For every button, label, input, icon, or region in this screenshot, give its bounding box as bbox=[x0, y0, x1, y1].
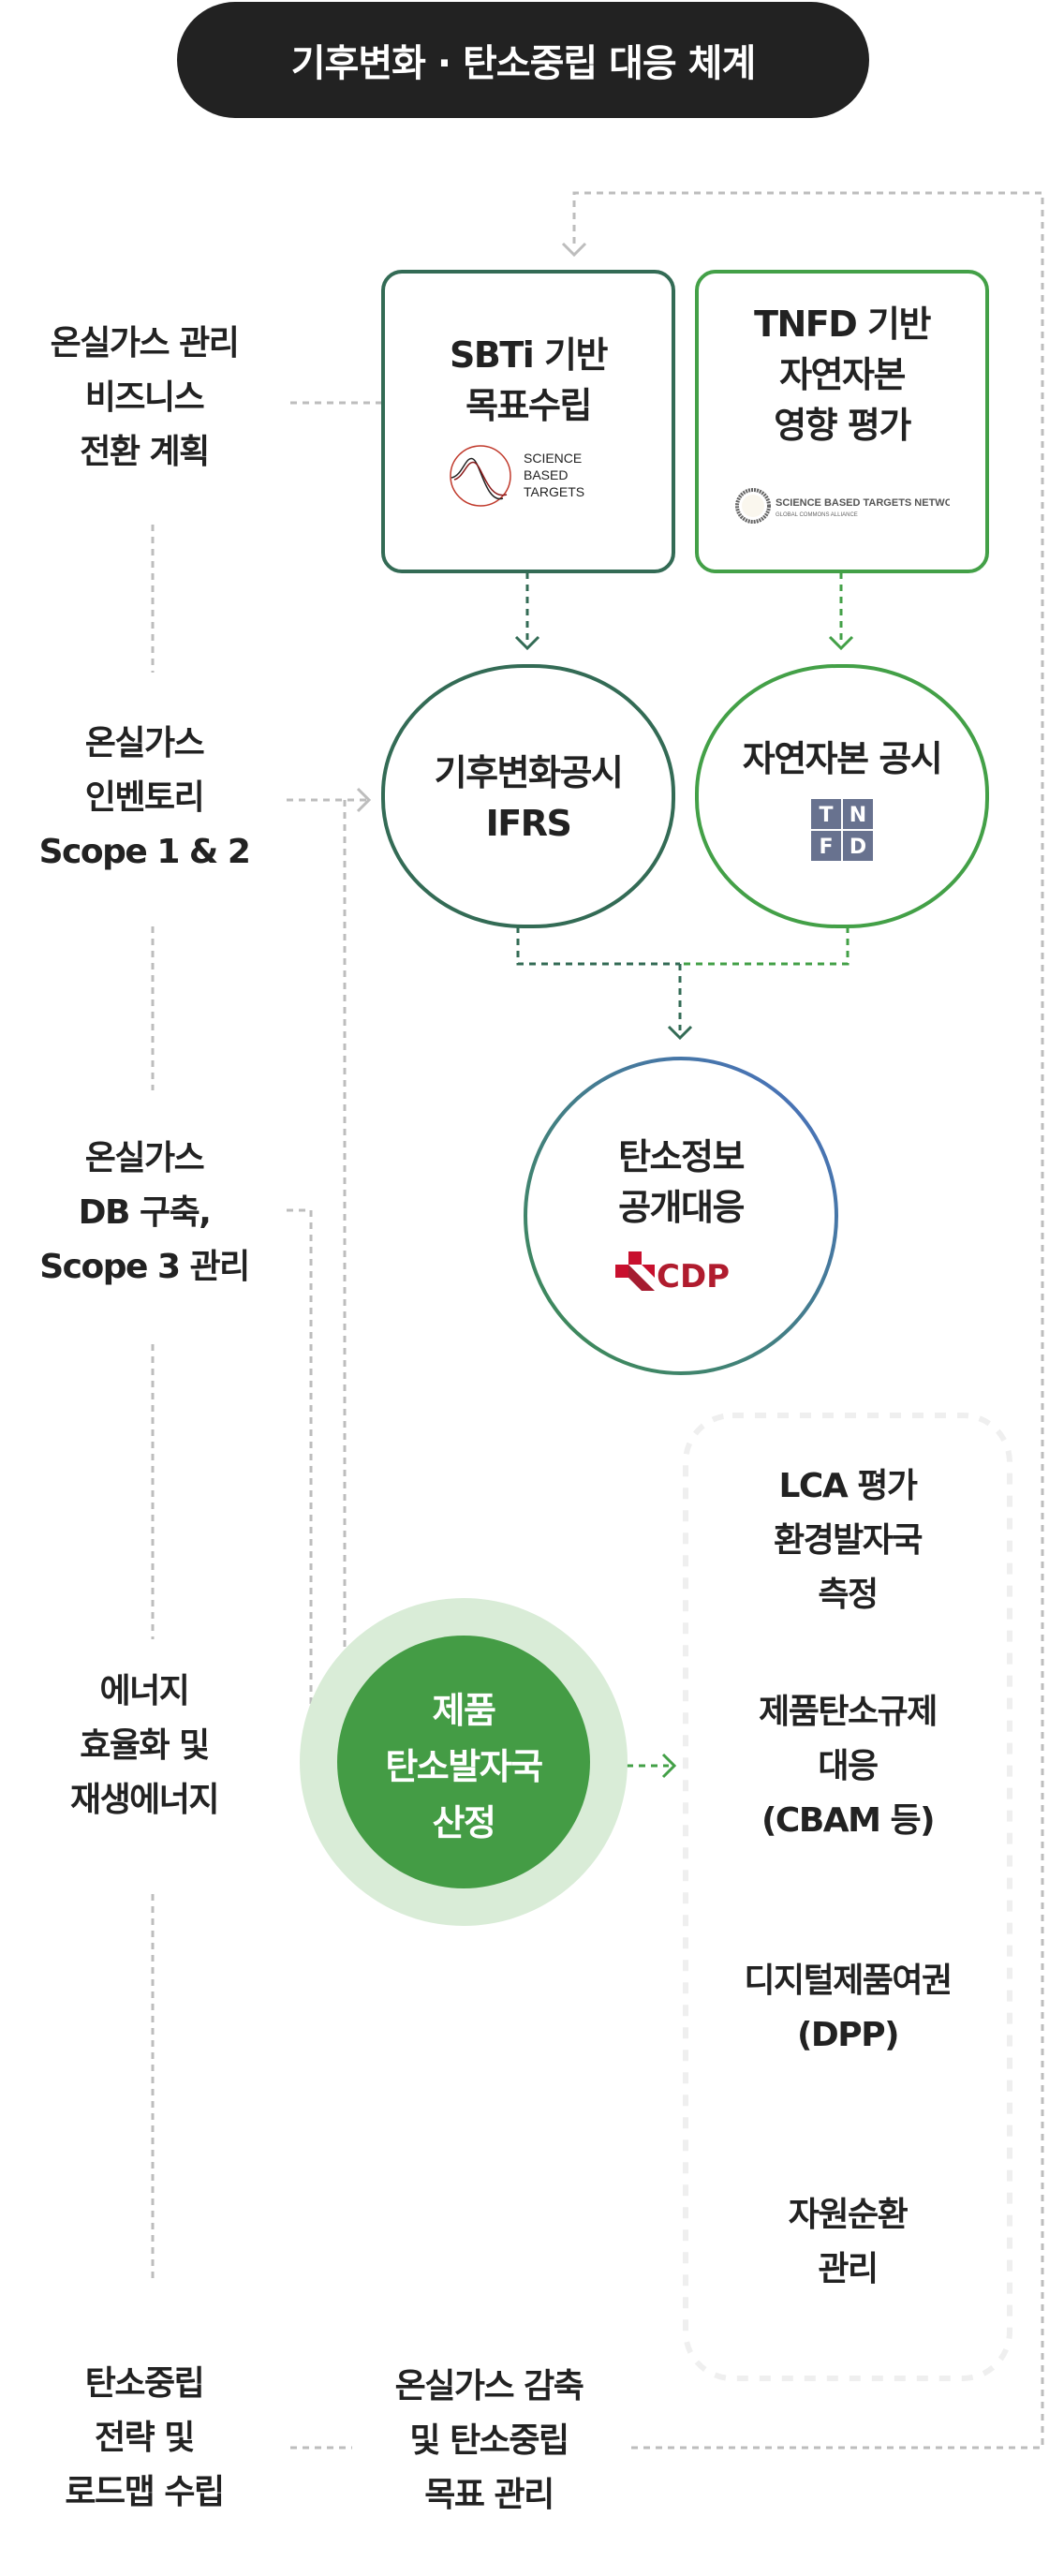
sbtn-logo: SCIENCE BASED TARGETS NETWORK GLOBAL COM… bbox=[734, 485, 968, 530]
svg-text:GLOBAL COMMONS ALLIANCE: GLOBAL COMMONS ALLIANCE bbox=[776, 512, 858, 518]
tnfd-disclosure-circle bbox=[695, 664, 989, 928]
arrow-chevron-icon bbox=[514, 635, 540, 651]
svg-text:D: D bbox=[850, 836, 866, 859]
connector-ifrs-merge bbox=[516, 926, 680, 966]
connector-feedback-loop bbox=[572, 191, 1044, 2450]
ifrs-circle bbox=[381, 664, 675, 928]
arrow-chevron-icon bbox=[828, 635, 854, 651]
connector-label3-product bbox=[287, 1208, 313, 1713]
right-panel bbox=[683, 1413, 1012, 2381]
svg-text:N: N bbox=[850, 804, 866, 827]
arrow-chevron-icon bbox=[667, 1025, 693, 1041]
product-circle bbox=[337, 1636, 590, 1888]
cdp-circle bbox=[524, 1057, 838, 1375]
svg-text:TARGETS: TARGETS bbox=[524, 484, 584, 499]
sbti-box bbox=[381, 270, 675, 573]
connector-tnfd-merge bbox=[680, 926, 850, 966]
svg-text:F: F bbox=[819, 836, 833, 859]
svg-text:SCIENCE BASED TARGETS NETWORK: SCIENCE BASED TARGETS NETWORK bbox=[776, 497, 950, 509]
tnfd-box bbox=[695, 270, 989, 573]
arrow-chevron-icon bbox=[561, 242, 587, 258]
page-title: 기후변화 · 탄소중립 대응 체계 bbox=[177, 2, 869, 118]
svg-text:CDP: CDP bbox=[657, 1258, 730, 1293]
svg-text:SCIENCE: SCIENCE bbox=[524, 451, 582, 466]
arrow-chevron-icon bbox=[356, 787, 372, 813]
svg-text:T: T bbox=[819, 804, 833, 827]
science-based-targets-logo: SCIENCE BASED TARGETS bbox=[449, 442, 608, 513]
arrow-chevron-icon bbox=[661, 1753, 677, 1779]
cdp-logo: CDP bbox=[615, 1251, 746, 1296]
panel-item-dpp: 디지털제품여권(DPP) bbox=[744, 1962, 953, 2054]
tnfd-disclosure-text: 자연자본 공시 bbox=[742, 738, 943, 779]
svg-text:BASED: BASED bbox=[524, 467, 568, 482]
